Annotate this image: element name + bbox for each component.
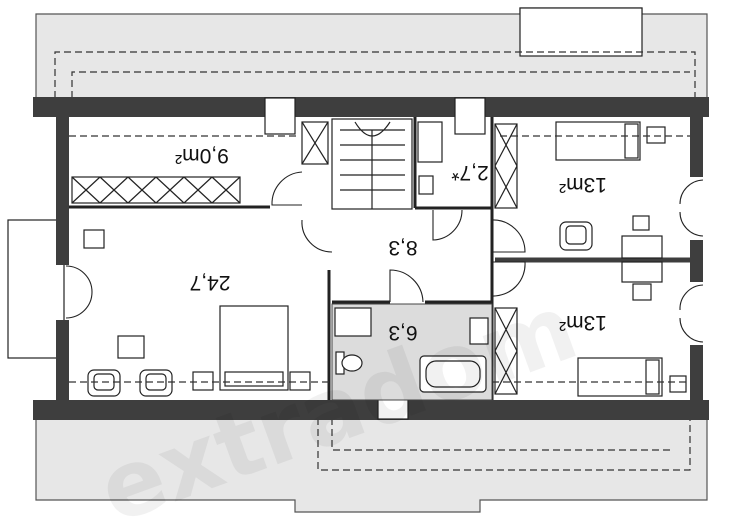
label-wc: 2,7* [451,161,488,184]
balcony-left [7,219,65,359]
armchair-1 [87,369,121,397]
wall-right-lower [690,345,703,400]
label-hall: 8,3 [388,236,417,259]
dining-table [621,235,663,259]
bathtub [419,355,487,393]
wall-top [33,97,709,117]
door-storage[interactable] [271,171,303,206]
bed-bottom-right [577,357,663,397]
cabinet-wc [417,121,443,163]
nightstand-4 [646,126,666,144]
roof-dash-top-inner [71,71,690,98]
door-bedroom-right-top[interactable] [491,219,526,253]
small-table-left [117,335,145,359]
armchair-2 [139,369,173,397]
toilet [335,351,363,375]
label-bedroom-top-right: 13m² [559,173,607,196]
nightstand-2 [192,371,214,391]
top-wall-notch-1 [264,97,296,135]
nightstand-1 [83,229,105,249]
nightstand-6 [632,283,652,301]
shower-corner [334,307,372,337]
roof-dash-bottom-inner [331,418,670,451]
bed-large [219,305,289,391]
door-bedroom-large[interactable] [301,219,333,253]
staircase-steps [340,121,405,209]
window-right-top [679,179,704,237]
wall-right-upper [690,117,703,177]
label-storage-top: 9,0m² [175,144,229,167]
chair-2 [621,261,663,283]
label-bedroom-large: 24,7 [190,271,231,294]
bed-top-right [555,121,641,161]
roof-window-top [519,7,643,57]
roof-overhang-bottom [35,417,708,513]
nightstand-3 [289,371,311,391]
label-bedroom-bottom-right: 13m² [559,311,607,334]
bathroom-sink [469,317,489,345]
cabinet-storage-row [71,176,241,204]
chair-1 [632,215,650,231]
cabinet-right-bottom [494,307,518,395]
wall-left-upper [56,117,69,265]
door-wc[interactable] [432,209,463,241]
wc-sink [418,175,434,195]
cabinet-left-top [301,121,329,165]
armchair-3 [559,221,593,251]
wall-bottom [33,400,709,420]
label-bathroom: 6,3 [388,321,417,344]
roof-dash-bottom [317,418,691,471]
window-left [65,265,93,319]
door-bedroom-right-bottom[interactable] [491,261,526,297]
top-wall-notch-2 [454,97,486,135]
wall-left-lower [56,320,69,400]
door-bathroom[interactable] [389,269,424,303]
nightstand-5 [669,375,687,393]
window-right-bottom [679,284,704,343]
roof-dash-top [54,51,696,98]
cabinet-right-top [494,123,518,209]
wall-right-mid [690,240,703,282]
